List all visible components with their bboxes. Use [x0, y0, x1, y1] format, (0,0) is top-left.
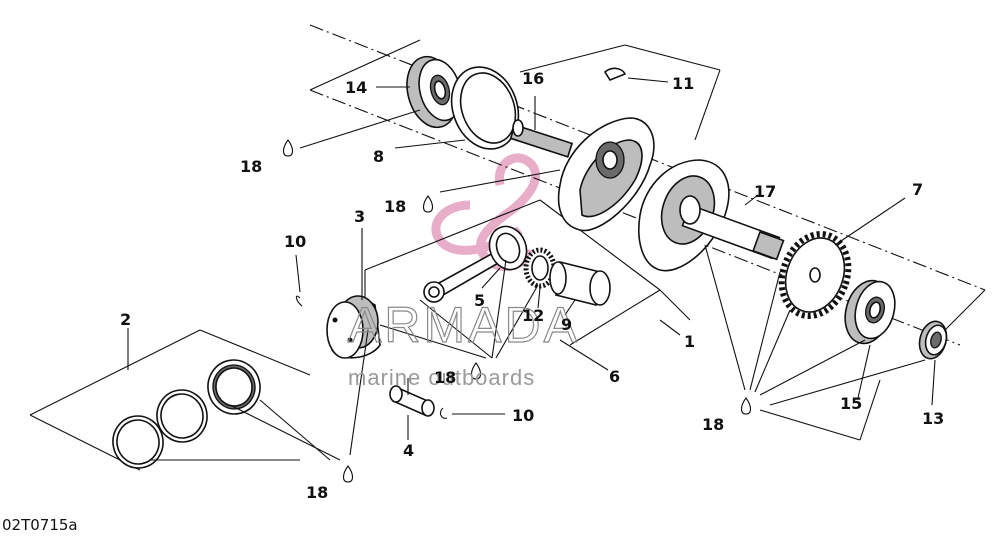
callout-5: 5	[474, 291, 485, 310]
callout-2: 2	[120, 310, 131, 329]
callout-8: 8	[373, 147, 384, 166]
callout-1: 1	[684, 332, 695, 351]
callout-10-top: 10	[284, 232, 306, 251]
oil-drop-icons	[282, 139, 752, 483]
piston-3	[326, 295, 381, 359]
watermark-tagline: marine outboards	[348, 365, 535, 390]
callout-6: 6	[609, 367, 620, 386]
piston-pin-4	[389, 385, 435, 417]
callout-4: 4	[403, 441, 414, 460]
callout-9: 9	[561, 315, 572, 334]
callout-14: 14	[345, 78, 367, 97]
circlip-10-top	[295, 295, 303, 307]
oil-drop-icon	[470, 362, 482, 380]
gear-7	[778, 231, 852, 319]
callout-16: 16	[522, 69, 544, 88]
seal-13	[918, 320, 948, 360]
circlip-10-bottom	[439, 407, 448, 419]
bearing-14	[406, 55, 462, 129]
callout-labels: 1 2 3 4 5 6 7 8 9 10 10 11 12 13 14 15 1…	[120, 69, 944, 502]
bearing-15	[844, 279, 896, 345]
crankshaft-half-right	[638, 159, 785, 272]
oil-drop-icon	[422, 195, 434, 213]
callout-17: 17	[754, 182, 776, 201]
seal-8	[450, 66, 520, 150]
piston-rings-2	[112, 359, 261, 469]
crank-pin-9	[549, 261, 611, 306]
callout-3: 3	[354, 207, 365, 226]
callout-18-d: 18	[306, 483, 328, 502]
callout-12: 12	[522, 306, 544, 325]
oil-drop-icon	[342, 465, 354, 483]
callout-18-a: 18	[240, 157, 262, 176]
key-11	[603, 67, 627, 81]
oil-drop-icon	[740, 397, 752, 415]
leader-lines	[150, 77, 936, 461]
callout-10-bottom: 10	[512, 406, 534, 425]
callout-18-e: 18	[702, 415, 724, 434]
callout-15: 15	[840, 394, 862, 413]
callout-18-b: 18	[384, 197, 406, 216]
callout-11: 11	[672, 74, 694, 93]
assembly-frame-conrod	[364, 199, 691, 346]
callout-13: 13	[922, 409, 944, 428]
oil-drop-icon	[282, 139, 294, 157]
watermark-brand: ARMADA	[348, 297, 580, 353]
callout-18-c: 18	[434, 368, 456, 387]
crankshaft-half-left	[509, 117, 655, 232]
diagram-code: 02T0715a	[2, 516, 78, 534]
callout-7: 7	[912, 180, 923, 199]
connecting-rod-5	[423, 225, 528, 303]
